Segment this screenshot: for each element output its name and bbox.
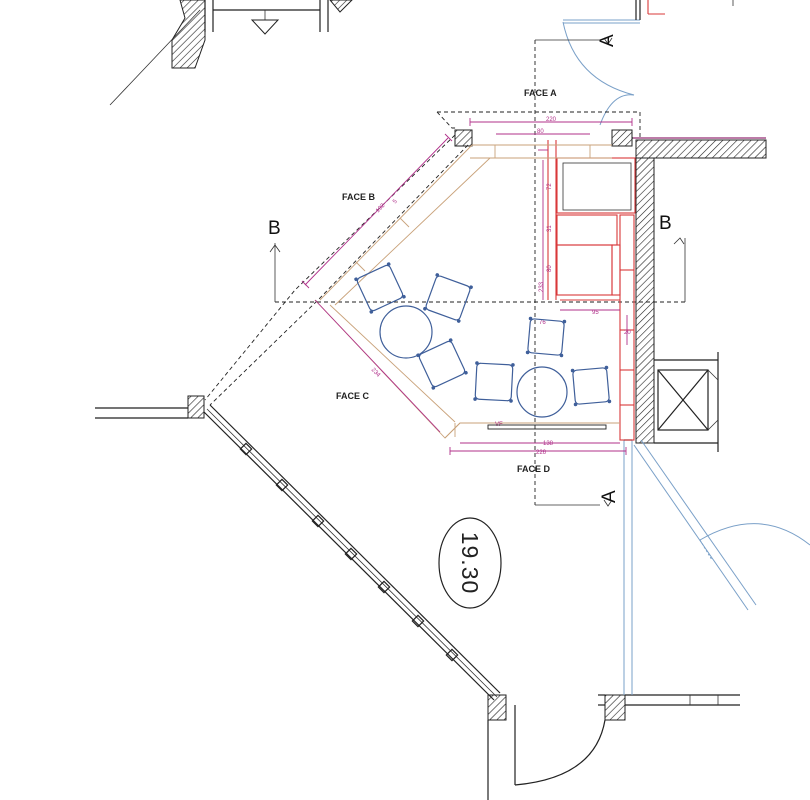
top-left-structure bbox=[109, 0, 353, 106]
column-left bbox=[187, 395, 205, 419]
casework-right bbox=[547, 140, 636, 441]
dim-right-v3: 80 bbox=[547, 265, 553, 272]
dim-face-b-small: 5 bbox=[392, 198, 399, 205]
section-a-bottom-label: A bbox=[599, 490, 620, 503]
room-number-tag: 19.30 bbox=[438, 517, 502, 609]
table-left bbox=[379, 305, 433, 359]
dim-right-v2: 31 bbox=[547, 225, 553, 232]
column-bottom-right bbox=[604, 694, 626, 721]
dimension-lines bbox=[301, 118, 766, 455]
column-top-left bbox=[454, 129, 473, 147]
glass-partition bbox=[623, 439, 810, 695]
dim-bottom-inner: 138 bbox=[543, 441, 554, 447]
bottom-walls bbox=[487, 694, 740, 800]
face-c-label: FACE C bbox=[336, 391, 370, 401]
canopy-outline bbox=[204, 111, 641, 406]
right-wall bbox=[632, 137, 767, 452]
face-d-label: FACE D bbox=[517, 464, 551, 474]
left-wall-stub bbox=[95, 407, 188, 419]
section-b-right-label: B bbox=[659, 213, 672, 234]
section-b-left-label: B bbox=[268, 218, 281, 239]
dim-right-h: 95 bbox=[592, 310, 599, 316]
section-a-top-label: A bbox=[597, 34, 618, 47]
table-right bbox=[516, 366, 568, 418]
dim-right-v6: 20 bbox=[624, 330, 631, 336]
face-a-label: FACE A bbox=[524, 88, 557, 98]
face-b-label: FACE B bbox=[342, 192, 376, 202]
chair-2 bbox=[423, 273, 473, 323]
dim-right-v5: 76 bbox=[539, 320, 546, 326]
column-top-right bbox=[611, 129, 633, 147]
dim-top-inner: 80 bbox=[537, 129, 544, 135]
bar-rail bbox=[487, 424, 607, 430]
diagonal-window-wall bbox=[203, 404, 501, 701]
chair-4 bbox=[525, 316, 567, 358]
section-lines bbox=[269, 37, 686, 507]
furniture bbox=[354, 262, 612, 418]
dim-right-v1: 72 bbox=[547, 183, 553, 190]
top-right-door bbox=[562, 0, 734, 126]
chair-3 bbox=[416, 338, 468, 390]
dim-right-v4: 233 bbox=[539, 281, 545, 292]
dim-face-c: 234 bbox=[370, 367, 382, 379]
column-bottom-left bbox=[487, 694, 507, 721]
chair-6 bbox=[570, 365, 612, 407]
dim-bottom-total: 226 bbox=[536, 450, 547, 456]
dim-face-b: 192 bbox=[375, 202, 387, 214]
room-number: 19.30 bbox=[457, 532, 483, 595]
chair-5 bbox=[473, 361, 515, 403]
dim-top-total: 220 bbox=[546, 117, 557, 123]
chair-1 bbox=[354, 262, 406, 314]
